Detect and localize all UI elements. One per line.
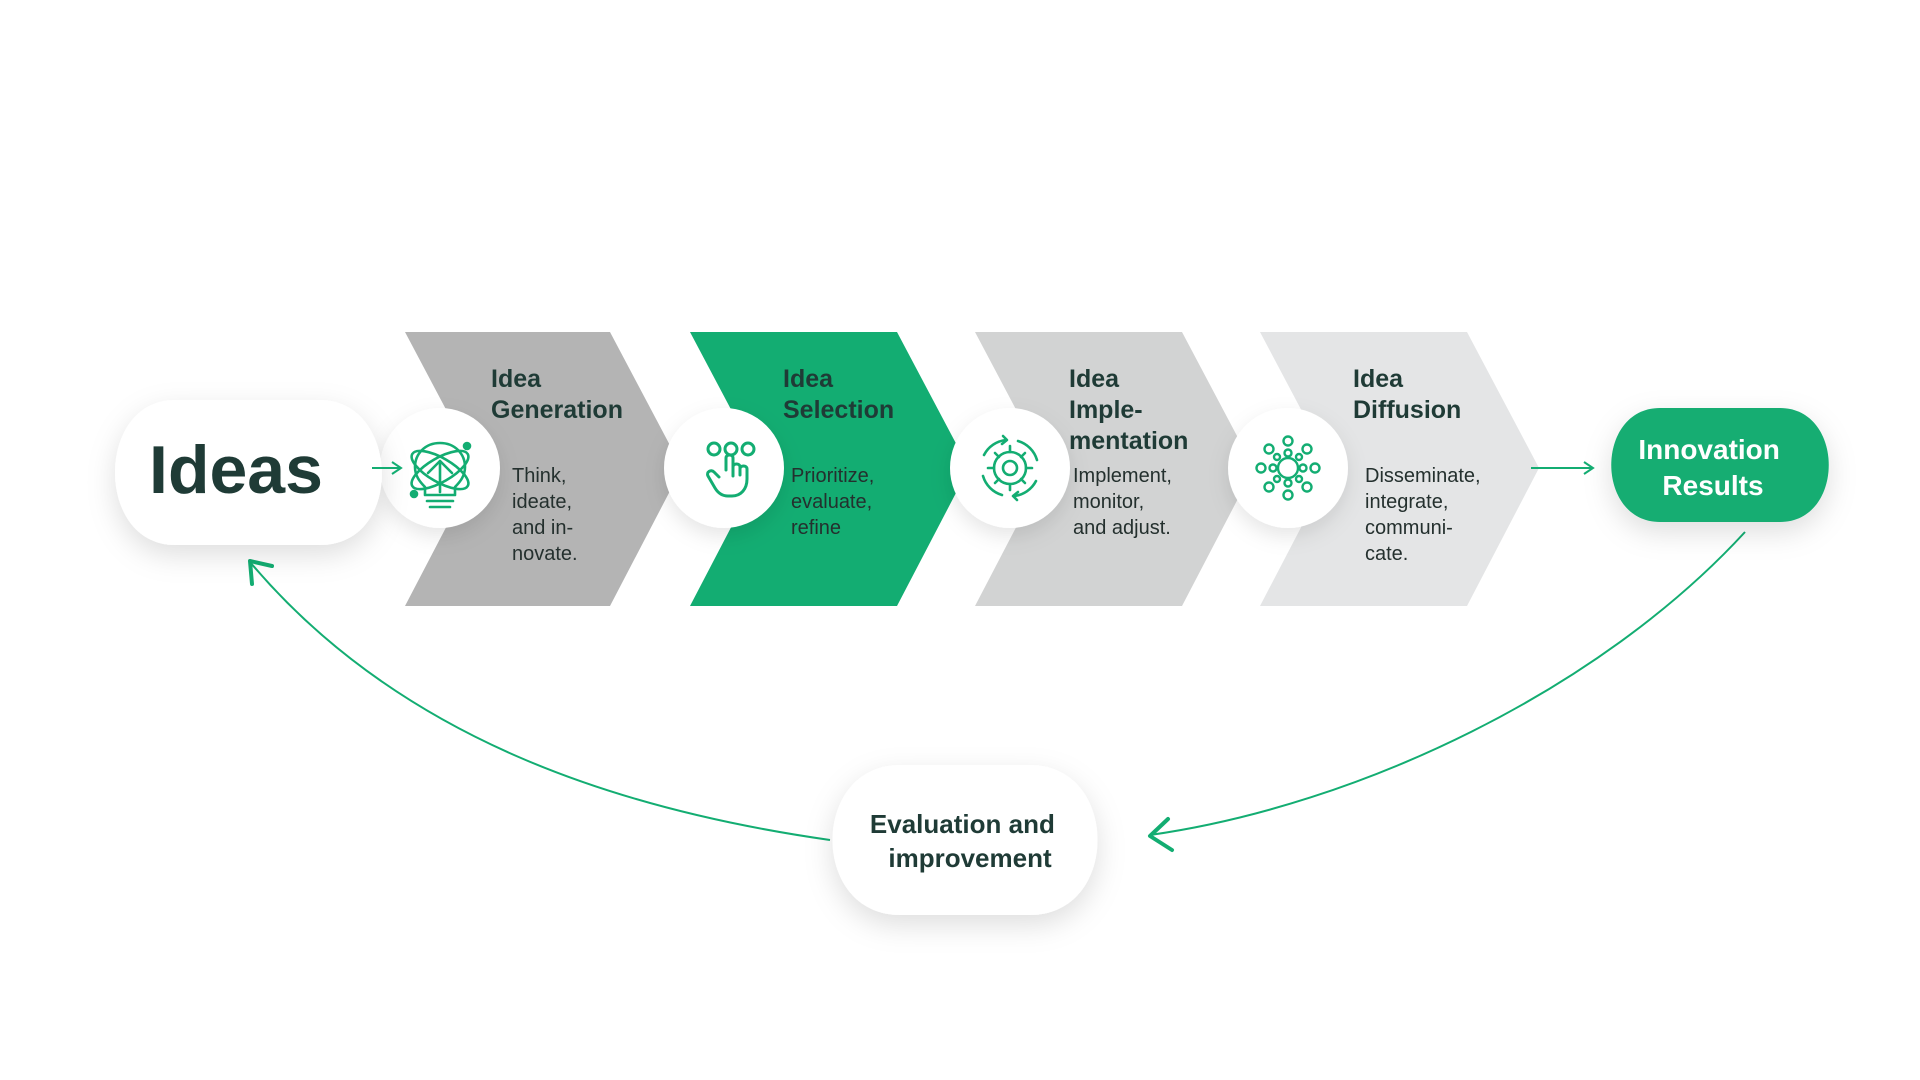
step-4-chevron [1260, 332, 1539, 606]
step-3-title-line-2: Imple- [1069, 396, 1143, 424]
step-3-text: Idea Imple- mentation Implement, monitor… [1069, 365, 1188, 539]
lightbulb-idea-icon [409, 441, 472, 509]
gear-cycle-icon [981, 434, 1039, 502]
step-1-title: Idea Generation [491, 365, 623, 424]
step-1-desc-line-1: Think, [512, 465, 566, 487]
step-4-title: Idea Diffusion [1353, 365, 1461, 424]
step-3-title: Idea Imple- mentation [1069, 365, 1188, 455]
results-label-line-1: Innovation [1638, 434, 1780, 465]
step-2-title-line-1: Idea [783, 365, 834, 393]
step-1-description: Think, ideate, and in- novate. [512, 465, 579, 565]
evaluation-to-ideas-arrowhead [248, 559, 274, 586]
evaluation-label-line-2: improvement [888, 843, 1052, 873]
step-2-icon-circle [664, 408, 784, 528]
results-label-line-2: Results [1662, 470, 1763, 501]
evaluation-node: Evaluation and improvement [832, 765, 1098, 915]
network-hub-icon [1255, 435, 1321, 501]
step-3-description: Implement, monitor, and adjust. [1073, 465, 1178, 539]
results-to-evaluation-arrow [1149, 531, 1746, 836]
evaluation-pill [832, 765, 1098, 915]
step-2-desc-line-1: Prioritize, [791, 465, 874, 487]
step-2-chevron [690, 332, 969, 606]
process-steps [405, 332, 1539, 606]
step-4-desc-line-2: integrate, [1365, 491, 1448, 513]
icon-circles [380, 408, 1348, 528]
step-1-desc-line-4: novate. [512, 543, 578, 565]
ideas-start-node: Ideas [115, 400, 382, 545]
step-3-desc-line-1: Implement, [1073, 465, 1172, 487]
results-label: Innovation Results [1638, 434, 1787, 501]
step-1-desc-line-3: and in- [512, 517, 573, 539]
step-4-desc-line-1: Disseminate, [1365, 465, 1481, 487]
step-3-title-line-1: Idea [1069, 365, 1120, 393]
step-4-desc-line-4: cate. [1365, 543, 1408, 565]
feedback-loop [248, 531, 1746, 852]
innovation-results-node: Innovation Results [1611, 408, 1829, 522]
evaluation-to-ideas-arrow [249, 561, 831, 841]
results-to-evaluation-arrowhead [1148, 817, 1174, 852]
step-4-text: Idea Diffusion Disseminate, integrate, c… [1353, 365, 1486, 565]
step-2-title-line-2: Selection [783, 396, 894, 424]
step-1-title-line-2: Generation [491, 396, 623, 424]
step-4-title-line-1: Idea [1353, 365, 1404, 393]
step-3-icon-circle [950, 408, 1070, 528]
connector-arrows [372, 461, 1595, 475]
evaluation-label: Evaluation and improvement [870, 809, 1062, 873]
ideas-pill [115, 400, 382, 545]
step-3-title-line-3: mentation [1069, 427, 1188, 455]
step-2-text: Idea Selection Prioritize, evaluate, ref… [783, 365, 894, 539]
step-1-text: Idea Generation Think, ideate, and in- n… [491, 365, 623, 565]
step-4-description: Disseminate, integrate, communi- cate. [1365, 465, 1486, 565]
step-1-desc-line-2: ideate, [512, 491, 572, 513]
step-2-description: Prioritize, evaluate, refine [791, 465, 880, 539]
step-3-chevron [975, 332, 1254, 606]
step-1-title-line-1: Idea [491, 365, 542, 393]
step-4-icon-circle [1228, 408, 1348, 528]
step-3-desc-line-2: monitor, [1073, 491, 1144, 513]
ideas-label: Ideas [149, 432, 323, 508]
step-2-desc-line-3: refine [791, 517, 841, 539]
step-4-title-line-2: Diffusion [1353, 396, 1461, 424]
step-2-desc-line-2: evaluate, [791, 491, 872, 513]
touch-select-icon [706, 441, 756, 498]
step-1-chevron [405, 332, 682, 606]
evaluation-label-line-1: Evaluation and [870, 809, 1055, 839]
step-3-desc-line-3: and adjust. [1073, 517, 1171, 539]
step-2-title: Idea Selection [783, 365, 894, 424]
results-pill [1611, 408, 1829, 522]
step-4-desc-line-3: communi- [1365, 517, 1453, 539]
